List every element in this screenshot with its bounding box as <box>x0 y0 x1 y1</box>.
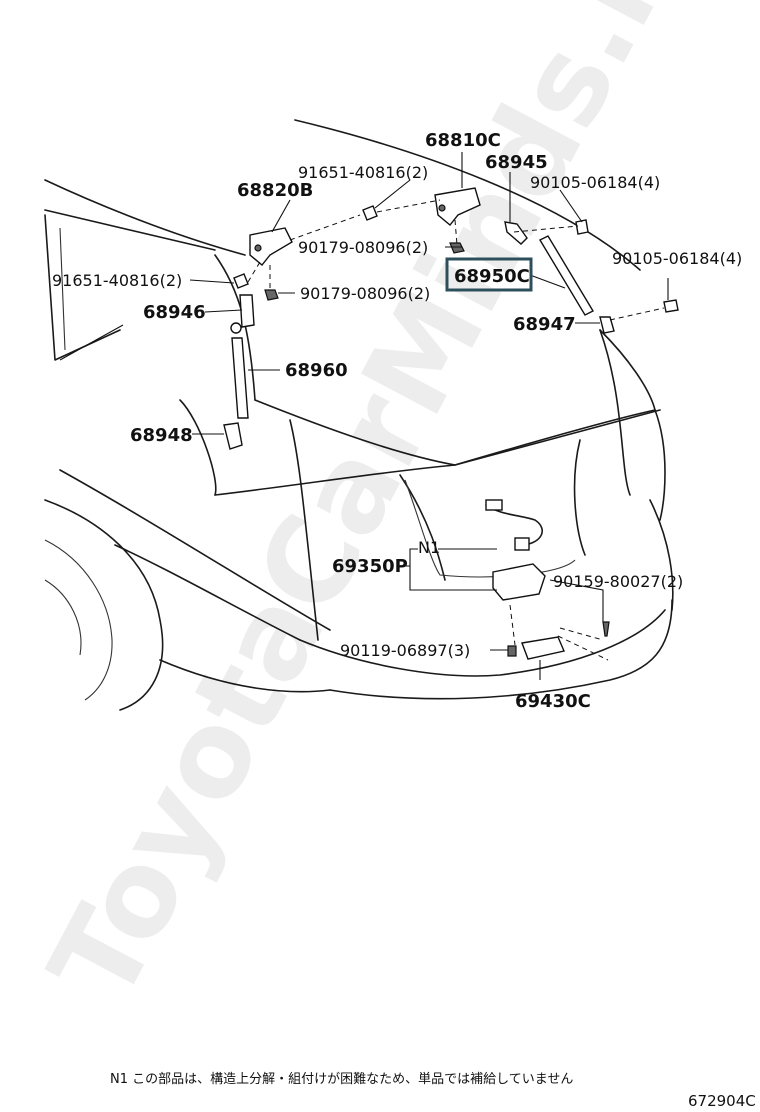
label-n1: N1 <box>418 538 440 557</box>
bracket-68945-shape <box>504 221 528 245</box>
watermark: ToyotaCarMinds.ru <box>23 0 731 1023</box>
hinge-68810c-shape <box>434 187 481 226</box>
label-69350p: 69350P <box>332 556 408 577</box>
part-shapes <box>223 187 679 660</box>
label-90179-a: 90179-08096(2) <box>298 238 428 257</box>
label-68947: 68947 <box>513 314 576 335</box>
bracket-68946-shape <box>239 294 255 328</box>
label-68950c[interactable]: 68950C <box>454 266 530 287</box>
label-90105-b: 90105-06184(4) <box>612 249 742 268</box>
label-90179-b: 90179-08096(2) <box>300 284 430 303</box>
strut-68960-shape <box>231 337 249 419</box>
hinge-68820b-shape <box>249 227 293 266</box>
label-68820b: 68820B <box>237 180 313 201</box>
label-90119: 90119-06897(3) <box>340 641 470 660</box>
screw-90159-shape <box>602 621 610 637</box>
bolt-91651-left-shape <box>233 273 249 289</box>
bracket-68948-shape <box>223 422 243 450</box>
label-90159: 90159-80027(2) <box>553 572 683 591</box>
light-69430c-shape <box>521 636 565 660</box>
label-91651-left: 91651-40816(2) <box>52 271 182 290</box>
bracket-68947-shape <box>599 316 615 334</box>
vehicle-outline <box>44 119 674 711</box>
bolt-90105-b-shape <box>663 299 679 313</box>
label-68948: 68948 <box>130 425 193 446</box>
strut-68950c-shape <box>539 235 594 316</box>
nut-90179-a-shape <box>449 242 465 254</box>
screw-90119-shape <box>507 645 517 657</box>
label-91651-top: 91651-40816(2) <box>298 163 428 182</box>
label-68960: 68960 <box>285 360 348 381</box>
label-68946: 68946 <box>143 302 206 323</box>
nut-90179-b-shape <box>264 289 279 301</box>
label-69430c: 69430C <box>515 691 591 712</box>
bolt-90105-a-shape <box>575 219 589 235</box>
footnote: N1 この部品は、構造上分解・組付けが困難なため、単品では補給していません <box>110 1071 573 1087</box>
latch-69350p-shape <box>492 563 546 601</box>
highlight-box-68950c <box>445 257 533 292</box>
leader-lines <box>59 152 669 680</box>
label-90105-a: 90105-06184(4) <box>530 173 660 192</box>
label-68945: 68945 <box>485 152 548 173</box>
harness-shape <box>485 504 543 546</box>
part-labels: 68810C 68945 91651-40816(2) 90105-06184(… <box>52 130 742 712</box>
label-68810c: 68810C <box>425 130 501 151</box>
bolt-91651-top-shape <box>362 205 378 221</box>
diagram-code: 672904C <box>688 1092 756 1110</box>
